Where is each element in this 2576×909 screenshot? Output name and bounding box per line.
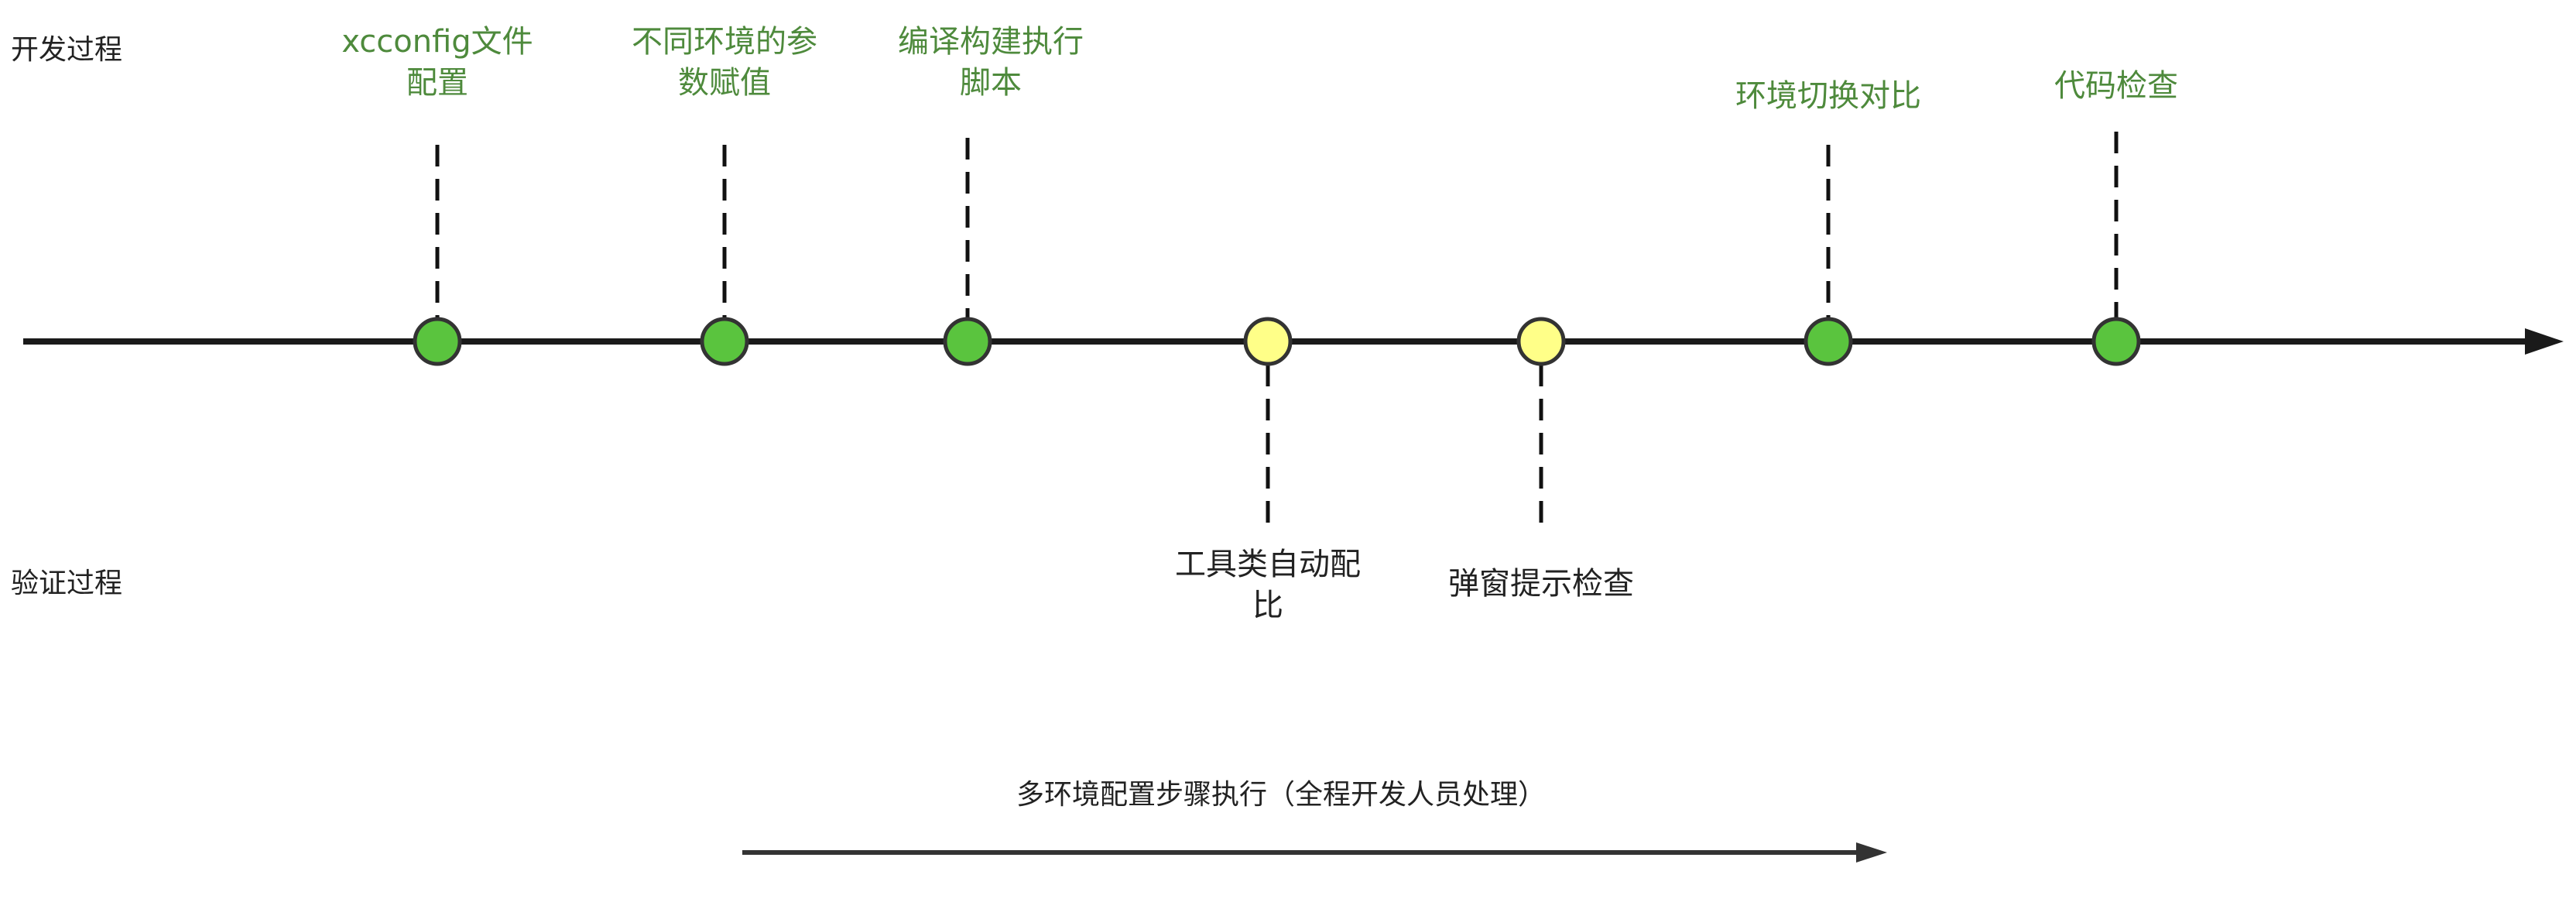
timeline-arrowhead (2525, 328, 2564, 355)
node-label: 环境切换对比 (1735, 78, 1921, 114)
node-label: 弹窗提示检查 (1448, 566, 1634, 602)
node-green (700, 317, 749, 366)
node-green (2091, 317, 2141, 366)
node-label: 配置 (406, 65, 468, 101)
lane-label-dev: 开发过程 (11, 34, 122, 66)
node-green (943, 317, 992, 366)
node-green (1804, 317, 1853, 366)
node-green (413, 317, 462, 366)
node-label: 脚本 (960, 65, 1022, 101)
process-arrowhead (1856, 842, 1887, 863)
node-label: 比 (1252, 588, 1283, 623)
node-label: 工具类自动配 (1175, 547, 1361, 582)
node-label: 代码检查 (2054, 68, 2178, 104)
process-caption: 多环境配置步骤执行（全程开发人员处理） (1016, 779, 1546, 811)
node-yellow (1516, 317, 1566, 366)
node-label: 编译构建执行 (898, 24, 1084, 60)
lane-label-verify: 验证过程 (11, 568, 122, 599)
node-label: 不同环境的参 (632, 24, 817, 60)
node-label: 数赋值 (678, 65, 771, 101)
node-yellow (1243, 317, 1293, 366)
node-label: xcconfig文件 (341, 24, 533, 60)
